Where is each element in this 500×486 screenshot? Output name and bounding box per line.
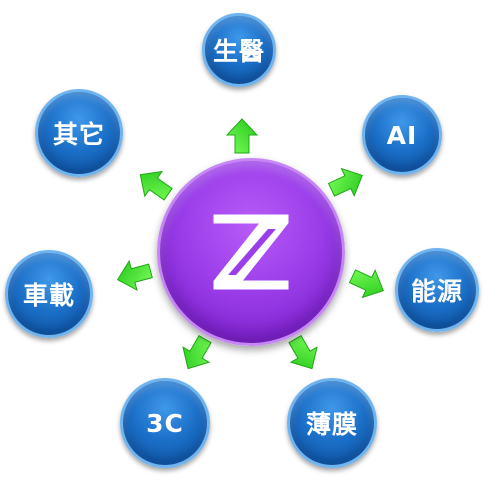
center-hub [157, 158, 345, 346]
node-medical-label: 生醫 [212, 37, 265, 66]
node-other[interactable]: 其它 [35, 89, 123, 177]
node-film[interactable]: 薄膜 [287, 378, 377, 468]
node-other-label: 其它 [52, 120, 105, 149]
arrow-to-3c [182, 334, 212, 370]
node-3c-label: 3C [146, 408, 184, 438]
arrow-to-other [139, 170, 173, 201]
z-logo-icon [213, 214, 289, 290]
node-energy-label: 能源 [410, 277, 463, 306]
node-3c[interactable]: 3C [120, 378, 210, 468]
node-film-label: 薄膜 [305, 410, 358, 439]
node-vehicle-label: 車載 [22, 281, 75, 310]
arrow-to-ai [327, 167, 363, 198]
arrow-to-medical [225, 118, 259, 154]
arrow-to-vehicle [116, 259, 153, 291]
node-vehicle[interactable]: 車載 [5, 250, 93, 338]
arrow-to-energy [348, 268, 384, 299]
node-ai[interactable]: AI [362, 95, 442, 175]
node-ai-label: AI [386, 120, 418, 150]
node-medical[interactable]: 生醫 [202, 13, 276, 87]
arrow-to-film [288, 334, 318, 370]
node-energy[interactable]: 能源 [395, 248, 479, 332]
